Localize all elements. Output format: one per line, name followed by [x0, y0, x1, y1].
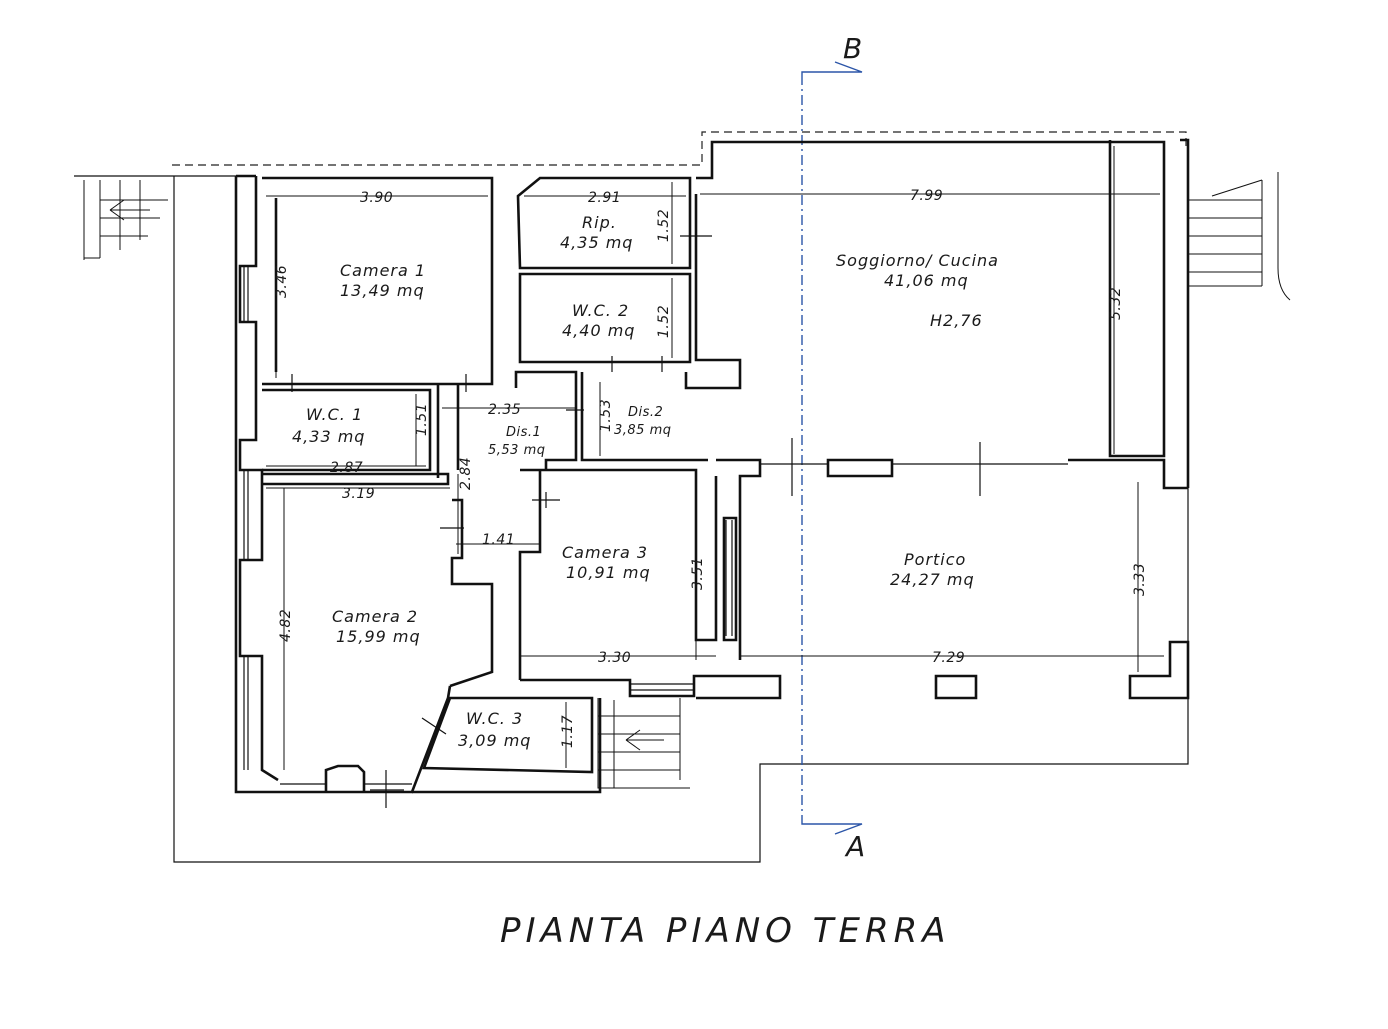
dimension-lines [266, 146, 1164, 770]
room-name-camera3: Camera 3 [562, 543, 648, 562]
external-stairs-right [1188, 172, 1291, 301]
dim-portico-width: 7.29 [932, 650, 965, 666]
dim-dis1-gap: 1.41 [482, 532, 515, 548]
dim-soggiorno-width: 7.99 [910, 188, 943, 204]
room-area-rip: 4,35 mq [560, 233, 633, 252]
dim-camera3-width: 3.30 [598, 650, 631, 666]
door-marks [291, 235, 981, 808]
room-area-portico: 24,27 mq [890, 570, 975, 589]
dim-rip-width: 2.91 [588, 190, 621, 206]
room-area-wc3: 3,09 mq [458, 731, 531, 750]
dim-camera1-width: 3.90 [360, 190, 393, 206]
dim-wc1-width: 2.87 [330, 460, 363, 476]
dim-wc1-height: 1.51 [414, 403, 430, 436]
windows [243, 266, 1068, 785]
internal-stairs [597, 698, 690, 789]
room-area-soggiorno: 41,06 mq [884, 271, 969, 290]
room-area-wc1: 4,33 mq [292, 427, 365, 446]
dim-dis1-width: 2.35 [488, 402, 521, 418]
external-stairs-left [83, 180, 168, 260]
dimension-labels: 3.90 3.46 2.91 1.52 1.52 7.99 5.32 2.35 … [274, 188, 1148, 748]
room-name-rip: Rip. [582, 213, 617, 232]
room-area-wc2: 4,40 mq [562, 321, 635, 340]
room-name-dis1: Dis.1 [506, 425, 541, 440]
dim-portico-height: 3.33 [1132, 563, 1148, 596]
room-name-wc2: W.C. 2 [572, 301, 629, 320]
section-line: B A [801, 32, 865, 863]
site-boundary [74, 175, 1189, 863]
dim-dis1-height: 2.84 [458, 457, 474, 490]
room-area-dis1: 5,53 mq [488, 443, 546, 458]
dim-dis2-height: 1.53 [598, 399, 614, 432]
room-name-dis2: Dis.2 [628, 405, 663, 420]
dim-camera2-height: 4.82 [278, 609, 294, 642]
room-area-camera2: 15,99 mq [336, 627, 421, 646]
dim-camera2-width: 3.19 [342, 486, 375, 502]
room-area-camera3: 10,91 mq [566, 563, 651, 582]
dim-soggiorno-height: 5.32 [1108, 287, 1124, 320]
room-name-camera1: Camera 1 [340, 261, 426, 280]
drawing-title: PIANTA PIANO TERRA [500, 911, 951, 951]
room-name-portico: Portico [904, 550, 966, 569]
room-height-soggiorno: H2,76 [930, 311, 983, 330]
room-area-dis2: 3,85 mq [614, 423, 672, 438]
building-walls [234, 138, 1190, 794]
dim-camera1-height: 3.46 [274, 265, 290, 298]
room-name-soggiorno: Soggiorno/ Cucina [836, 251, 999, 270]
section-label-b: B [843, 32, 862, 65]
room-name-wc3: W.C. 3 [466, 709, 523, 728]
boundary-dashed-line [172, 131, 1187, 166]
section-label-a: A [844, 830, 865, 863]
dim-rip-height: 1.52 [656, 209, 672, 242]
room-name-camera2: Camera 2 [332, 607, 418, 626]
room-area-camera1: 13,49 mq [340, 281, 425, 300]
dim-camera3-height: 3.51 [690, 557, 706, 590]
room-name-wc1: W.C. 1 [306, 405, 363, 424]
room-labels: Camera 1 13,49 mq Rip. 4,35 mq W.C. 2 4,… [292, 213, 999, 750]
dim-wc2-height: 1.52 [656, 305, 672, 338]
dim-wc3-height: 1.17 [560, 715, 576, 748]
